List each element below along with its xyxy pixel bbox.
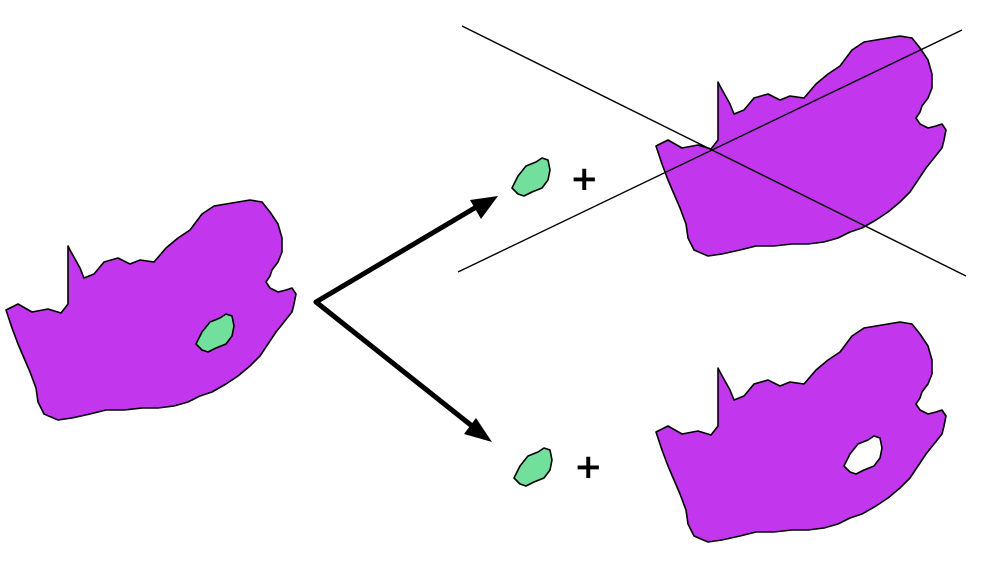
arrow-up-head — [470, 196, 498, 219]
country-shape — [5, 199, 297, 421]
arrow-down — [313, 299, 475, 429]
source-country-group — [5, 199, 297, 421]
plus-operator-bottom: + — [574, 447, 603, 487]
cross-line-2 — [457, 29, 963, 273]
top-country-group — [655, 35, 947, 257]
top-result-group — [457, 25, 967, 277]
top-country-shape — [655, 35, 947, 257]
bottom-country-shape — [655, 321, 947, 543]
branch-arrows — [313, 196, 498, 442]
bottom-result-group — [513, 321, 947, 543]
arrow-down-head — [464, 418, 492, 442]
plus-operator-top: + — [570, 159, 599, 199]
cross-line-1 — [461, 25, 967, 277]
bottom-country-group — [655, 321, 947, 543]
arrow-up — [313, 203, 481, 305]
top-enclave-shape — [511, 157, 551, 197]
bottom-enclave-shape — [513, 447, 553, 487]
